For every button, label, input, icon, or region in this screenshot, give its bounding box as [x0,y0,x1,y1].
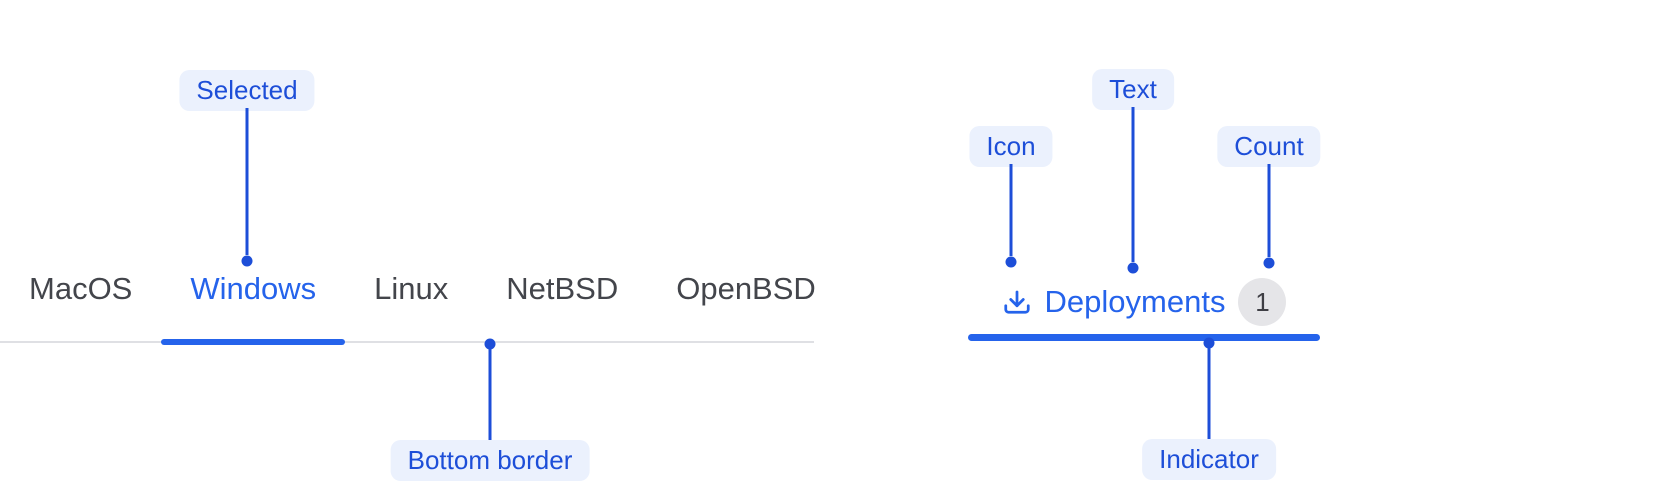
deployments-tab[interactable]: Deployments 1 [968,278,1320,341]
tab-linux[interactable]: Linux [345,246,477,341]
callout-icon-label: Icon [969,126,1053,167]
callout-bottom-border-label: Bottom border [390,440,590,481]
callout-selected-label: Selected [179,70,315,111]
os-tabbar: MacOS Windows Linux NetBSD OpenBSD [0,246,816,345]
callout-bottom-border-dot [484,338,496,350]
tab-windows[interactable]: Windows [161,246,346,345]
count-badge: 1 [1238,278,1287,326]
tab-label: Windows [190,270,317,306]
callout-text-label: Text [1092,69,1174,110]
tab-label: Linux [374,270,449,306]
active-indicator [968,334,1320,341]
callout-selected-line [245,108,249,255]
callout-icon-line [1009,164,1013,256]
callout-count-dot [1263,257,1275,269]
callout-icon-dot [1005,256,1017,268]
callout-text-dot [1127,262,1139,274]
callout-text-line [1131,107,1135,262]
tab-label: MacOS [29,270,133,306]
callout-indicator-dot [1203,337,1215,349]
callout-selected-dot [241,255,253,267]
download-icon [1003,290,1030,314]
selected-tab-underline [161,339,346,345]
callout-indicator-label: Indicator [1142,439,1276,480]
tab-label: NetBSD [506,270,619,306]
tab-netbsd[interactable]: NetBSD [477,246,647,341]
callout-indicator-line [1207,348,1211,439]
tab-openbsd[interactable]: OpenBSD [647,246,845,341]
callout-count-line [1267,164,1271,257]
callout-count-label: Count [1217,126,1321,167]
deployments-tab-content: Deployments 1 [968,278,1320,326]
tab-macos[interactable]: MacOS [0,246,161,341]
callout-bottom-border-line [488,349,492,440]
deployments-tab-label: Deployments [1044,284,1226,319]
tab-label: OpenBSD [676,270,816,306]
